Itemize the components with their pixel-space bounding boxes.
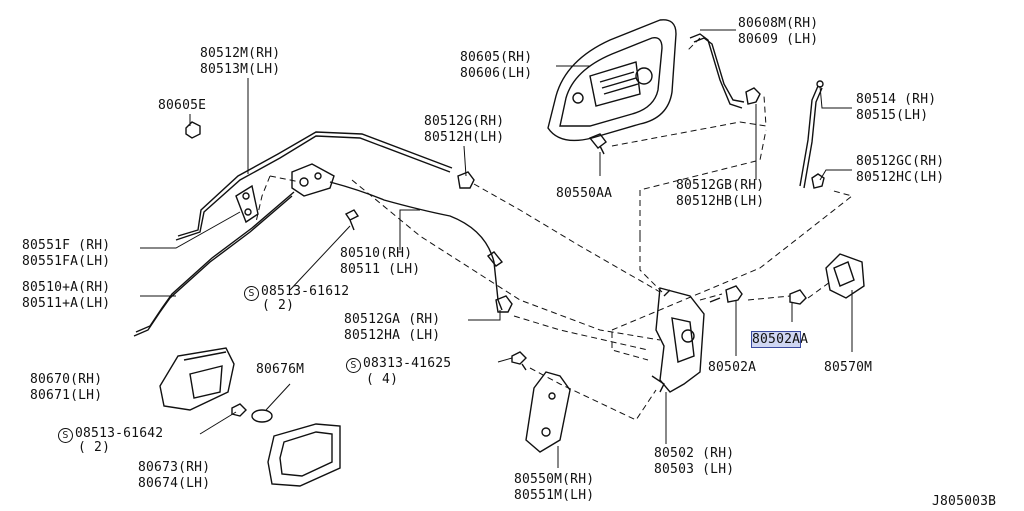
screw-08513-61612 xyxy=(344,209,360,231)
leader-80551f xyxy=(140,211,241,249)
label-80512hc: 80512HC(LH) xyxy=(856,170,945,185)
label-80503: 80503 (LH) xyxy=(654,462,735,477)
cable-80510 xyxy=(329,181,503,311)
screw-80502aa xyxy=(789,289,807,305)
label-80551m: 80551M(LH) xyxy=(514,488,595,503)
label-80512hb: 80512HB(LH) xyxy=(676,194,765,209)
clip-80512g xyxy=(457,171,475,189)
label-80605e: 80605E xyxy=(158,98,207,113)
bracket-80551f xyxy=(235,184,259,224)
label-08313-41625-qty: ( 4) xyxy=(366,372,399,387)
label-80608m: 80608M(RH) xyxy=(738,16,819,31)
striker-80570m xyxy=(825,253,865,299)
s-symbol-icon: S xyxy=(58,428,73,443)
label-80609: 80609 (LH) xyxy=(738,32,819,47)
s-symbol-icon: S xyxy=(346,358,361,373)
label-80551fa: 80551FA(LH) xyxy=(22,254,111,269)
label-80606: 80606(LH) xyxy=(460,66,533,81)
cap-80676m xyxy=(251,409,273,423)
label-80512gc: 80512GC(RH) xyxy=(856,154,945,169)
clip-80512ga xyxy=(495,295,513,313)
label-80515: 80515(LH) xyxy=(856,108,929,123)
leader-80510 xyxy=(399,209,420,250)
leader-08513-61642 xyxy=(199,411,237,435)
label-80502aa: 80502AA xyxy=(750,331,809,348)
rod-80514 xyxy=(799,85,819,187)
label-80513m: 80513M(LH) xyxy=(200,62,281,77)
label-80570m: 80570M xyxy=(824,360,873,375)
clip-80512gc xyxy=(811,173,825,189)
bracket-80550m xyxy=(525,371,571,453)
label-80511: 80511 (LH) xyxy=(340,262,421,277)
rod-80608m xyxy=(689,33,743,109)
clip-80605e xyxy=(185,121,201,139)
lever-bracket xyxy=(291,163,335,197)
label-80512m: 80512M(RH) xyxy=(200,46,281,61)
label-80605: 80605(RH) xyxy=(460,50,533,65)
label-80510a: 80510+A(RH) xyxy=(22,280,111,295)
escutcheon-80673 xyxy=(267,423,341,487)
screw-08313-41625 xyxy=(511,351,527,371)
inside-handle-80670 xyxy=(159,347,235,411)
label-80512g: 80512G(RH) xyxy=(424,114,505,129)
label-80512gb: 80512GB(RH) xyxy=(676,178,765,193)
label-80512ga: 80512GA (RH) xyxy=(344,312,441,327)
s-symbol-icon: S xyxy=(244,286,259,301)
outside-handle-shape xyxy=(547,19,677,142)
label-80550m: 80550M(RH) xyxy=(514,472,595,487)
bolt-80550aa xyxy=(588,133,607,155)
label-80670: 80670(RH) xyxy=(30,372,103,387)
diagram-code: J805003B xyxy=(932,494,997,509)
label-80551f: 80551F (RH) xyxy=(22,238,111,253)
label-80514: 80514 (RH) xyxy=(856,92,937,107)
leader-80676m xyxy=(265,383,291,411)
leader-80512g xyxy=(463,145,467,177)
label-80502a: 80502A xyxy=(708,360,757,375)
leader-80512gc xyxy=(819,169,852,181)
label-80512h: 80512H(LH) xyxy=(424,130,505,145)
leader-80512ga xyxy=(468,310,501,321)
leader-08513-61612 xyxy=(289,225,351,291)
label-80502: 80502 (RH) xyxy=(654,446,735,461)
screw-08513-61642 xyxy=(231,403,247,417)
label-08513-61642-qty: ( 2) xyxy=(78,440,111,455)
label-80673: 80673(RH) xyxy=(138,460,211,475)
label-80671: 80671(LH) xyxy=(30,388,103,403)
leader-80514 xyxy=(819,85,852,109)
rod-80512m xyxy=(175,135,451,241)
label-80510: 80510(RH) xyxy=(340,246,413,261)
door-lock-80502 xyxy=(655,287,705,393)
label-80674: 80674(LH) xyxy=(138,476,211,491)
label-80676m: 80676M xyxy=(256,362,305,377)
label-80511a: 80511+A(LH) xyxy=(22,296,111,311)
clip-80512gb xyxy=(745,87,761,105)
label-80550aa: 80550AA xyxy=(556,186,613,201)
screw-80502a xyxy=(709,285,743,303)
label-80512ha: 80512HA (LH) xyxy=(344,328,441,343)
leader-08313-41625 xyxy=(497,357,513,363)
label-08513-61612-qty: ( 2) xyxy=(262,298,295,313)
